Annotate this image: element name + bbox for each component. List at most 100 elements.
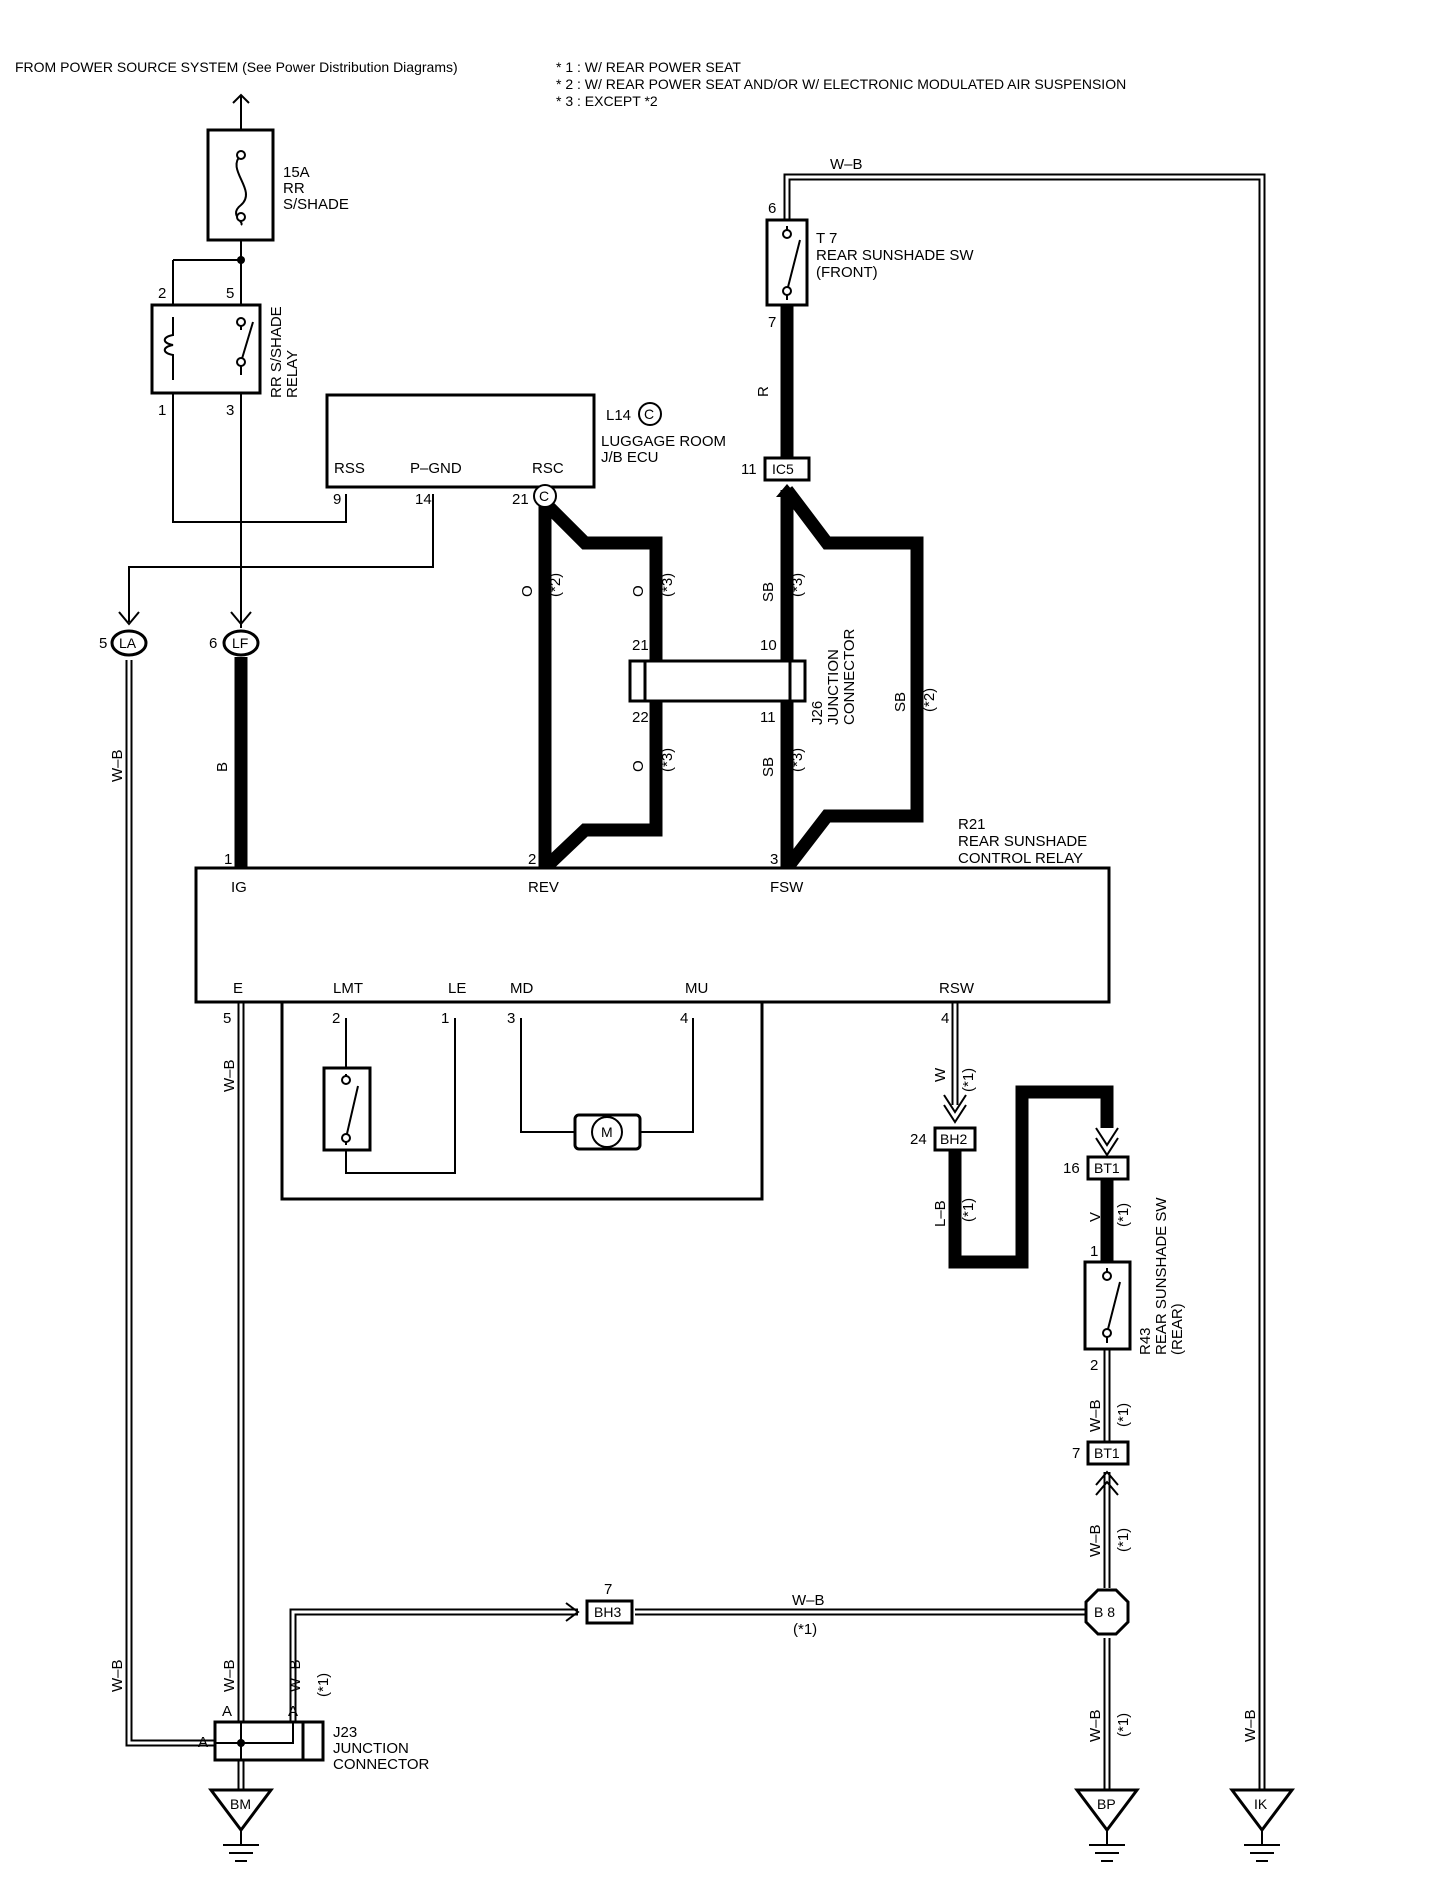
bt1-bottom-pin: 7 xyxy=(1072,1445,1080,1462)
ground-bp-icon xyxy=(1089,1830,1125,1862)
label-wb-r43-note: (*1) xyxy=(1115,1403,1132,1427)
rear-sunshade-switch: 1 2 R43 REAR SUNSHADE SW (REAR) xyxy=(1083,1197,1186,1374)
relay-pin-2: 2 xyxy=(158,285,166,302)
label-wb-bt1-note: (*1) xyxy=(1115,1528,1132,1552)
r21-name-1: REAR SUNSHADE xyxy=(958,833,1087,850)
la-pin: 5 xyxy=(99,635,107,652)
r21-code: R21 xyxy=(958,816,986,833)
label-wb-bh3: W–B xyxy=(792,1592,825,1609)
relay-name-1: RR S/SHADE xyxy=(268,306,285,398)
la-connector: LA 5 xyxy=(99,611,148,657)
label-wb-j23-left: W–B xyxy=(109,1659,126,1692)
label-sb-2-note: (*2) xyxy=(921,688,938,712)
relay-coil-icon xyxy=(163,317,174,380)
bh2-arrow xyxy=(943,1094,967,1124)
ecu-connector-c-top-label: C xyxy=(644,406,654,422)
front-sunshade-switch: 6 7 T 7 REAR SUNSHADE SW (FRONT) W–B xyxy=(765,156,974,331)
label-w-note: (*1) xyxy=(960,1068,977,1092)
ecu-pin-14: 14 xyxy=(415,491,432,508)
j26-name-1: JUNCTION xyxy=(825,649,842,725)
rear-sunshade-control-relay: R21 REAR SUNSHADE CONTROL RELAY IG REV F… xyxy=(194,816,1111,1027)
bh2-pin: 24 xyxy=(910,1131,927,1148)
r43-code: R43 xyxy=(1137,1327,1154,1355)
label-wb-e: W–B xyxy=(221,1059,238,1092)
wire-o-3 xyxy=(540,498,663,873)
relay-pin-5: 5 xyxy=(226,285,234,302)
bt1-top-label: BT1 xyxy=(1094,1160,1120,1176)
t7-name-2: (FRONT) xyxy=(816,264,878,281)
fuse-rating: 15A xyxy=(283,164,310,181)
ecu-connector-c-bottom xyxy=(533,484,557,508)
j23-pin-right: A xyxy=(288,1703,298,1720)
ground-bm-icon xyxy=(223,1830,259,1862)
terminal-lmt: LMT xyxy=(333,980,363,997)
label-wb-j23-mid: W–B xyxy=(221,1659,238,1692)
wire-motor xyxy=(520,1018,694,1133)
label-o-3b-note: (*3) xyxy=(659,748,676,772)
ecu-terminal-pgnd: P–GND xyxy=(410,460,462,477)
j26-name-2: CONNECTOR xyxy=(841,628,858,725)
mu-pin: 4 xyxy=(680,1010,688,1027)
b8-splice: B 8 xyxy=(1084,1588,1130,1636)
ic5-label: IC5 xyxy=(772,461,794,477)
j26-pin-10: 10 xyxy=(760,637,777,654)
ground-bp-label: BP xyxy=(1097,1796,1116,1812)
limit-switch xyxy=(322,1066,372,1152)
rr-sshade-relay: 2 5 1 3 RR S/SHADE RELAY xyxy=(150,285,301,419)
fuse-15a: 15A RR S/SHADE xyxy=(206,128,349,264)
terminal-md: MD xyxy=(510,980,533,997)
bt1-bottom-label: BT1 xyxy=(1094,1445,1120,1461)
j26-junction-connector: 21 10 22 11 J26 JUNCTION CONNECTOR xyxy=(628,628,858,726)
wire-sb-2 xyxy=(781,486,924,872)
ig-pin: 1 xyxy=(224,851,232,868)
j26-pin-11: 11 xyxy=(760,709,776,726)
label-sb-3-note: (*3) xyxy=(789,573,806,597)
j23-pin-left: A xyxy=(198,1734,208,1751)
relay-to-rss-wire xyxy=(172,392,347,523)
r43-pin-2: 2 xyxy=(1090,1357,1098,1374)
fsw-pin: 3 xyxy=(770,851,778,868)
bh2-connector: BH2 24 xyxy=(910,1126,977,1152)
label-o-3b: O xyxy=(630,760,647,772)
lmt-pin: 2 xyxy=(332,1010,340,1027)
j26-pin-21: 21 xyxy=(632,637,649,654)
lf-label: LF xyxy=(232,635,248,651)
r43-pin-1: 1 xyxy=(1090,1243,1098,1260)
label-wb-bp: W–B xyxy=(1087,1709,1104,1742)
label-wb-la: W–B xyxy=(109,749,126,782)
label-wb-j23-note: (*1) xyxy=(315,1673,332,1697)
label-wb-ik: W–B xyxy=(1242,1709,1259,1742)
ground-ik: IK xyxy=(1229,1788,1295,1862)
ground-ik-label: IK xyxy=(1254,1796,1268,1812)
power-source-note: FROM POWER SOURCE SYSTEM (See Power Dist… xyxy=(15,59,458,75)
motor-icon xyxy=(591,1116,623,1148)
label-lb: L–B xyxy=(932,1200,949,1227)
footnote-1: * 1 : W/ REAR POWER SEAT xyxy=(556,59,741,75)
label-wb-r43: W–B xyxy=(1087,1399,1104,1432)
label-v-note: (*1) xyxy=(1115,1203,1132,1227)
ecu-terminal-rsc: RSC xyxy=(532,460,564,477)
wire-labels: R O (*2) O (*3) O (*3) SB (*3) SB (*3) S… xyxy=(109,386,1259,1742)
terminal-ig: IG xyxy=(231,879,247,896)
label-w: W xyxy=(932,1067,949,1082)
bh3-pin: 7 xyxy=(604,1581,612,1598)
footnote-3: * 3 : EXCEPT *2 xyxy=(556,93,658,109)
ground-bm: BM xyxy=(208,1788,274,1862)
terminal-mu: MU xyxy=(685,980,708,997)
label-sb-3b-note: (*3) xyxy=(789,748,806,772)
ecu-connector-c-top xyxy=(638,402,662,426)
label-lb-note: (*1) xyxy=(960,1198,977,1222)
ecu-pin-21: 21 xyxy=(512,491,529,508)
ecu-name-2: J/B ECU xyxy=(601,449,659,466)
bh3-connector: BH3 7 xyxy=(585,1581,634,1625)
terminal-le: LE xyxy=(448,980,466,997)
terminal-rev: REV xyxy=(528,879,559,896)
le-pin: 1 xyxy=(441,1010,449,1027)
label-wb-bh3-note: (*1) xyxy=(793,1621,817,1638)
label-o-3-note: (*3) xyxy=(659,573,676,597)
wire-wb-j23-b8 xyxy=(291,1610,1103,1722)
label-o-2-note: (*2) xyxy=(547,573,564,597)
j23-code: J23 xyxy=(333,1724,357,1741)
fuse-name-2: S/SHADE xyxy=(283,196,349,213)
